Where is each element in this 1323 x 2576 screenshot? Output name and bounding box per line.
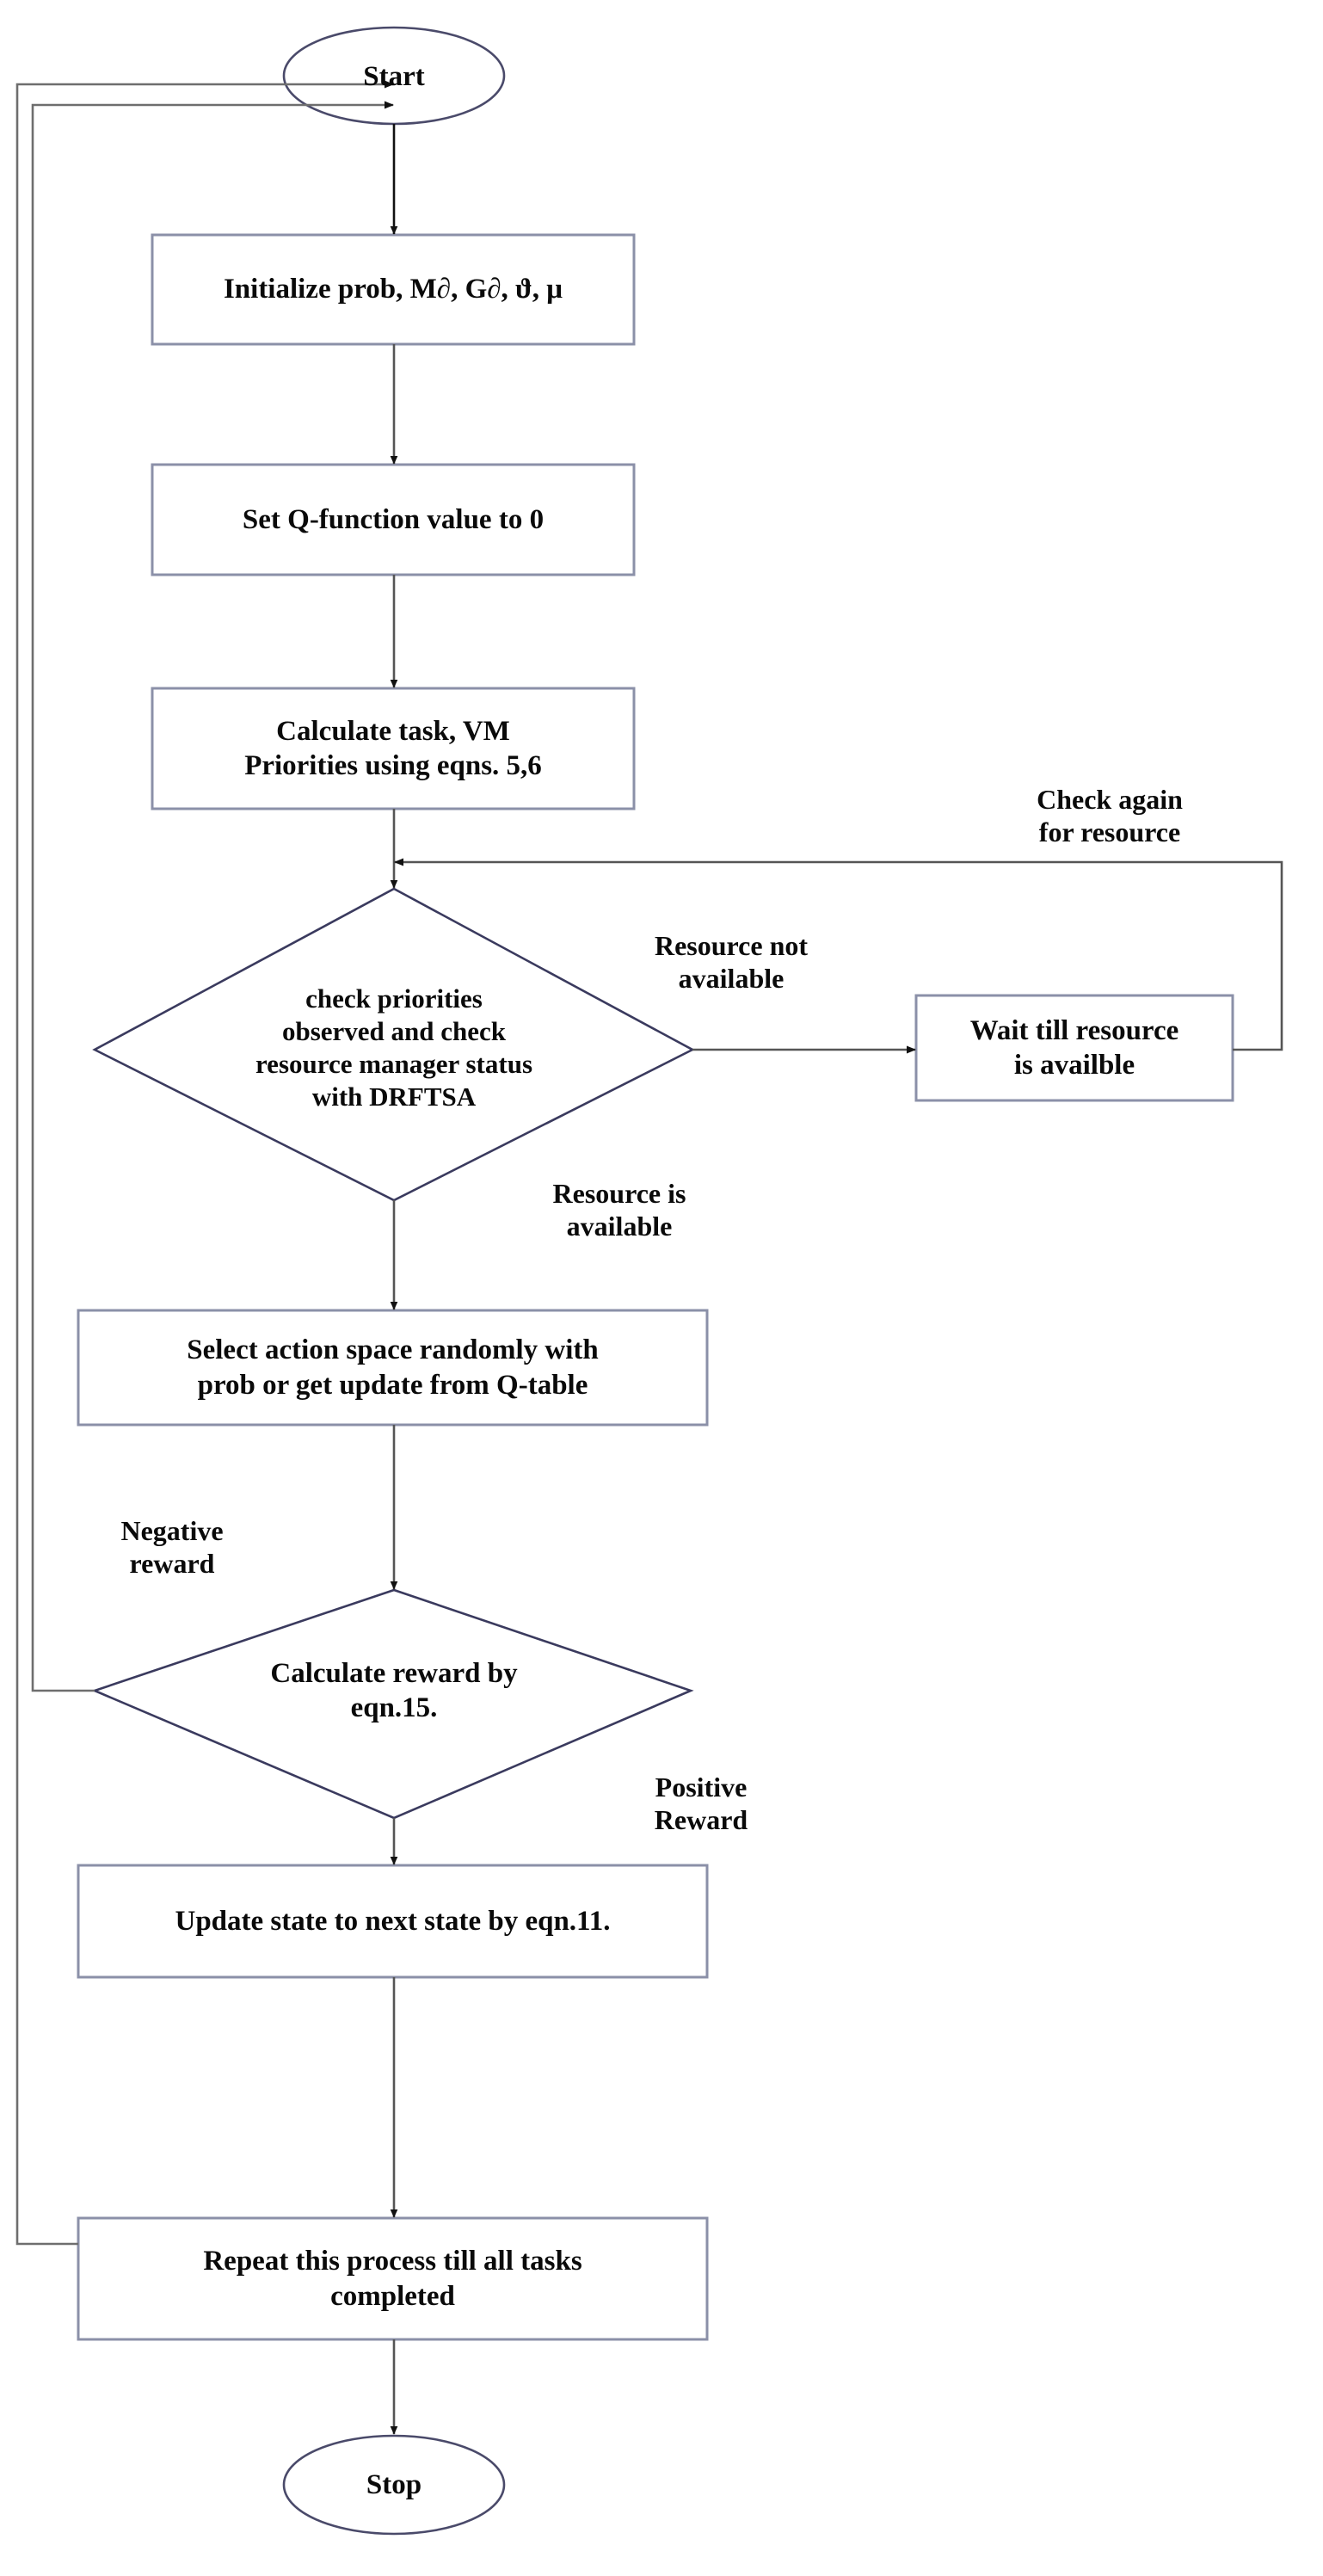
node-update-state-shape — [77, 1864, 709, 1979]
edge-label-negative-reward: Negative reward — [120, 1515, 224, 1580]
node-set-q-shape — [151, 463, 636, 576]
edge-repeat-to-initialize-loop — [15, 80, 394, 2246]
node-repeat-process-shape — [77, 2216, 709, 2341]
edge-wait-to-check-again — [394, 858, 1283, 1051]
node-wait-resource-shape — [914, 994, 1234, 1102]
node-stop-shape — [282, 2434, 506, 2536]
edge-label-positive-reward: Positive Reward — [654, 1772, 748, 1836]
edge-calc-reward-negative-loop — [31, 101, 394, 1692]
node-start-shape — [282, 26, 506, 126]
node-calc-priorities-shape — [151, 687, 636, 810]
edge-label-check-again: Check again for resource — [1037, 784, 1183, 848]
node-initialize-shape — [151, 233, 636, 346]
node-select-action-shape — [77, 1309, 709, 1427]
edge-label-resource-is-available: Resource is available — [552, 1178, 686, 1242]
edge-label-resource-not-available: Resource not available — [654, 930, 809, 995]
